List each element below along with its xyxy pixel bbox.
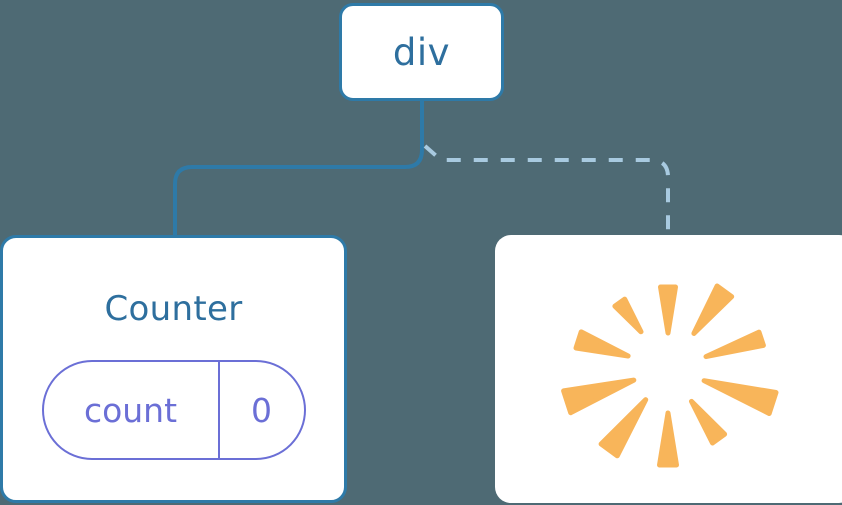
- state-pill-count[interactable]: count 0: [41, 360, 306, 460]
- node-counter[interactable]: Counter count 0: [0, 235, 347, 503]
- burst-ray-8: [561, 377, 637, 416]
- sparkle-burst-icon: [561, 283, 779, 468]
- burst-ray-6: [657, 410, 679, 468]
- burst-ray-3: [703, 329, 766, 360]
- node-div-label: div: [392, 30, 451, 74]
- node-div[interactable]: div: [339, 3, 504, 101]
- burst-ray-7: [598, 397, 649, 459]
- burst-ray-9: [573, 329, 631, 359]
- edge-root-to-counter: [173, 101, 424, 237]
- state-pill-value: 0: [251, 390, 272, 430]
- node-counter-title: Counter: [104, 289, 243, 329]
- node-render-burst[interactable]: [495, 235, 842, 503]
- edge-root-to-burst: [423, 144, 670, 237]
- burst-ray-5: [689, 398, 728, 446]
- burst-ray-1: [658, 284, 678, 336]
- burst-ray-10: [612, 296, 644, 335]
- burst-ray-4: [701, 378, 779, 416]
- state-pill-key: count: [44, 362, 220, 458]
- burst-ray-2: [691, 283, 735, 336]
